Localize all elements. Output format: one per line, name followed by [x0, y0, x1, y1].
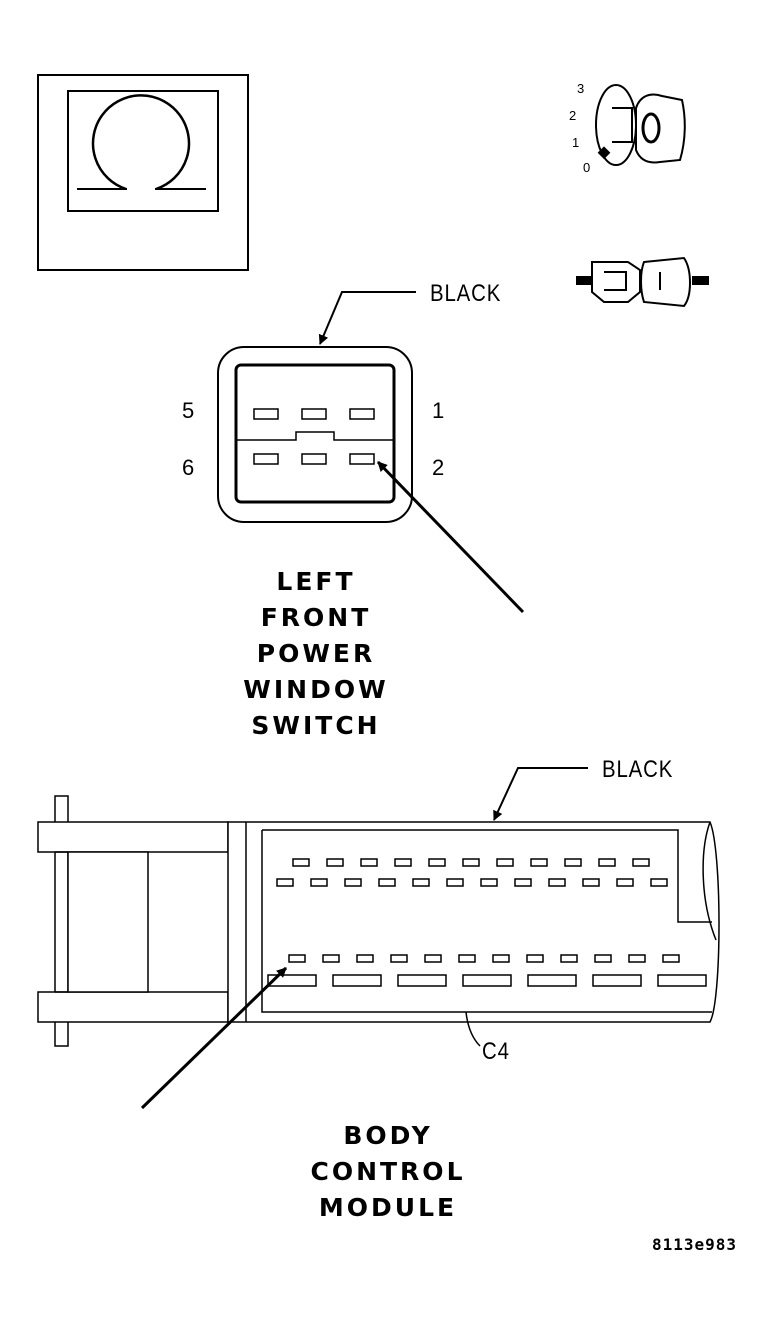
ignition-position-1: 1 [572, 135, 580, 150]
switch-pin-label-1: 1 [432, 398, 445, 423]
bcm-pin-row-2 [276, 878, 668, 887]
bcm-pin-cavity [514, 878, 532, 887]
bcm-pin-cavity [650, 878, 668, 887]
bcm-pin-cavity [564, 858, 582, 867]
bcm-pin-cavity [310, 878, 328, 887]
ohmmeter-icon [37, 74, 249, 271]
bcm-title-line-2: CONTROL [310, 1157, 466, 1186]
window-switch-connector [217, 291, 525, 614]
switch-title-line-4: WINDOW [243, 675, 389, 704]
bcm-pin-cavity [292, 858, 310, 867]
bcm-pin-cavity [424, 954, 442, 963]
bcm-pin-cavity [496, 858, 514, 867]
bcm-pin-cavity [428, 858, 446, 867]
bcm-pin-cavity [594, 954, 612, 963]
switch-color-label: BLACK [430, 280, 502, 307]
ignition-position-2: 2 [569, 108, 577, 123]
bcm-color-label: BLACK [602, 756, 674, 783]
bcm-pin-cavity [288, 954, 306, 963]
switch-pin-cavities [253, 408, 375, 465]
bcm-pin-cavity [397, 974, 447, 987]
bcm-pin-cavity [662, 954, 680, 963]
bcm-pin-cavity [592, 974, 642, 987]
bcm-pin-cavity [526, 954, 544, 963]
ignition-position-0: 0 [583, 160, 591, 175]
bcm-pin-cavity [462, 858, 480, 867]
bcm-pin-cavity [582, 878, 600, 887]
ignition-key-icon [595, 84, 686, 166]
switch-title: LEFT FRONT POWER WINDOW SWITCH [186, 564, 446, 744]
switch-title-line-2: FRONT [260, 603, 372, 632]
bcm-pin-cavity [322, 954, 340, 963]
switch-pin-label-6: 6 [182, 455, 195, 480]
bcm-title: BODY CONTROL MODULE [258, 1118, 518, 1226]
figure-reference: 8113e983 [652, 1235, 738, 1254]
switch-pin-label-5: 5 [182, 398, 195, 423]
bcm-pin-cavity [480, 878, 498, 887]
bcm-pin-cavity [412, 878, 430, 887]
bcm-pin-cavity [267, 974, 317, 987]
bcm-pin-cavity [628, 954, 646, 963]
bcm-pin-cavity [598, 858, 616, 867]
bcm-pin-cavity [548, 878, 566, 887]
switch-pin-label-2: 2 [432, 455, 445, 480]
bcm-pin-cavity [530, 858, 548, 867]
bcm-pin-cavity [276, 878, 294, 887]
bcm-pin-cavity [462, 974, 512, 987]
bcm-pin-cavity [458, 954, 476, 963]
bcm-pin-cavity [616, 878, 634, 887]
switch-title-line-3: POWER [256, 639, 376, 668]
bcm-pin-cavity [394, 858, 412, 867]
bcm-connector-id: C4 [482, 1038, 510, 1065]
bcm-pin-row-3 [288, 954, 680, 963]
bcm-pin-cavity [560, 954, 578, 963]
bcm-pin-cavity [326, 858, 344, 867]
ignition-position-3: 3 [577, 81, 585, 96]
connector-plug-icon [576, 256, 709, 308]
bcm-pin-row-4 [267, 974, 707, 987]
bcm-connector [37, 767, 720, 1110]
bcm-pin-cavity [657, 974, 707, 987]
bcm-pin-cavity [378, 878, 396, 887]
switch-title-line-5: SWITCH [251, 711, 381, 740]
bcm-pin-cavity [527, 974, 577, 987]
bcm-pin-cavity [332, 974, 382, 987]
bcm-pin-row-1 [292, 858, 650, 867]
bcm-pin-cavity [356, 954, 374, 963]
bcm-pin-cavity [446, 878, 464, 887]
bcm-pin-cavity [632, 858, 650, 867]
switch-title-line-1: LEFT [276, 567, 356, 596]
bcm-pin-cavity [390, 954, 408, 963]
bcm-pin-cavity [360, 858, 378, 867]
bcm-pin-cavity [492, 954, 510, 963]
bcm-title-line-3: MODULE [318, 1193, 458, 1222]
bcm-title-line-1: BODY [343, 1121, 433, 1150]
bcm-pin-cavity [344, 878, 362, 887]
